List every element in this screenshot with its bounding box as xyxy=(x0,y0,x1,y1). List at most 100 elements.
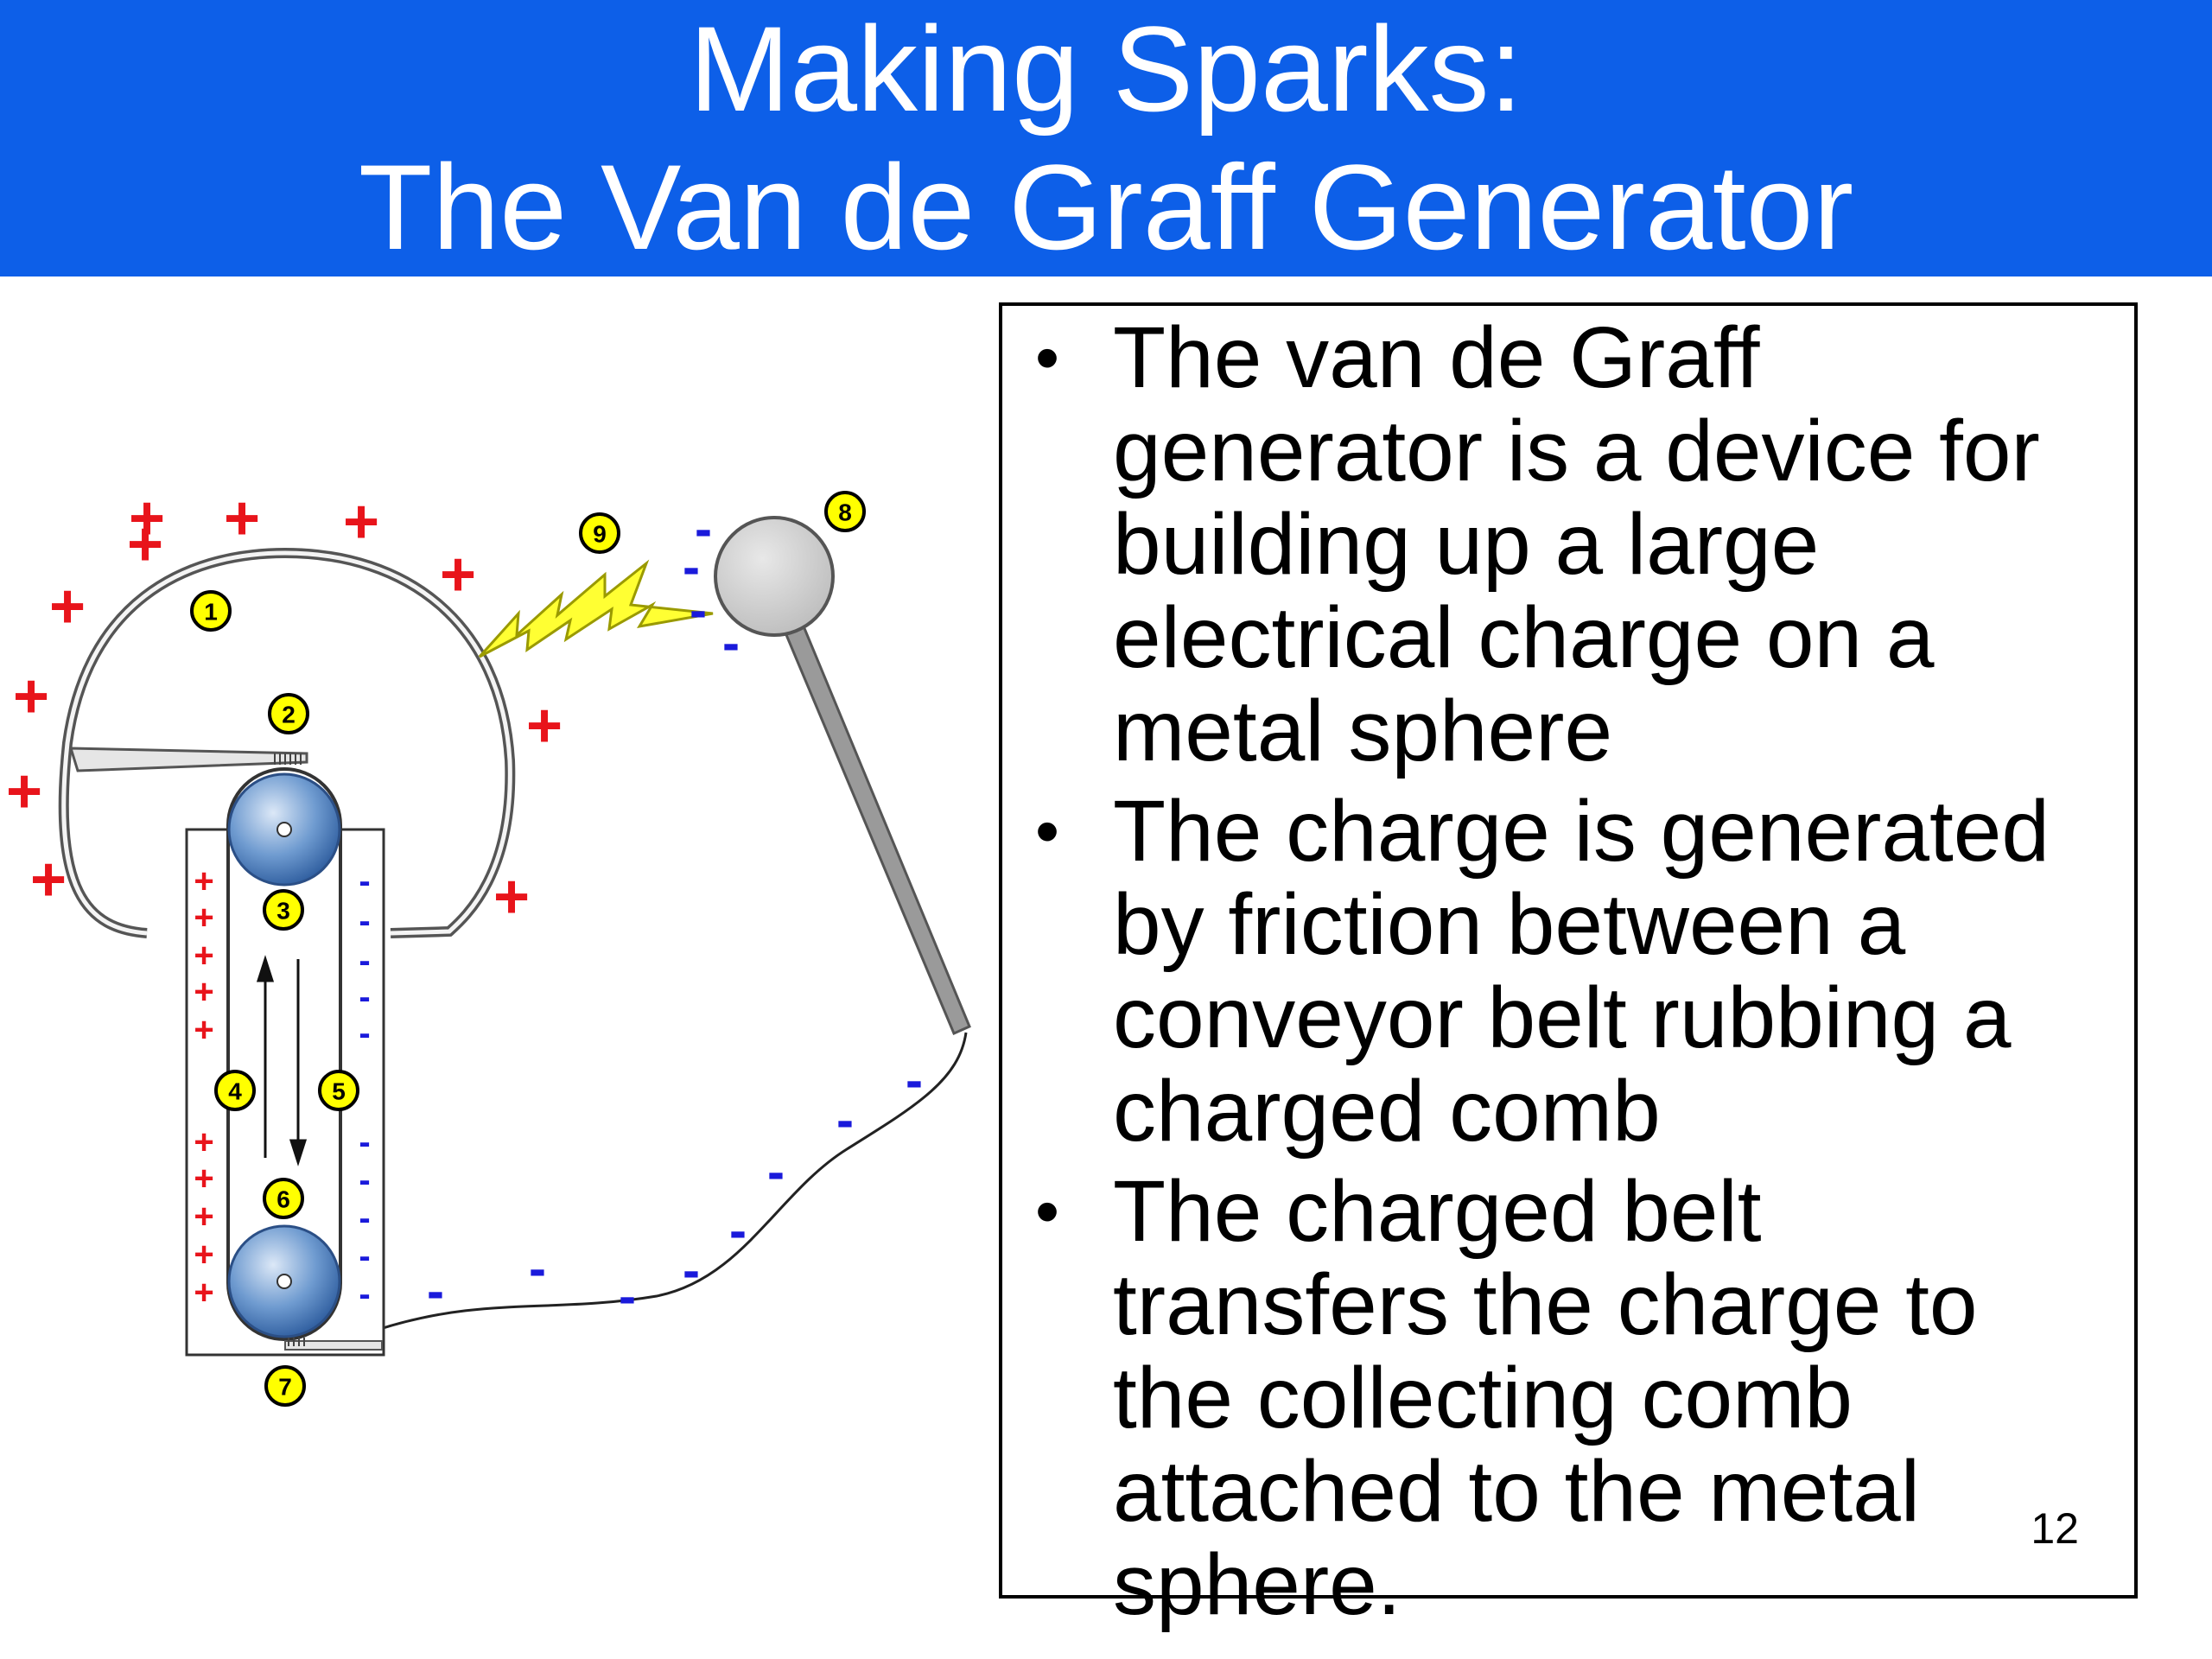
belt-positive-charge: + xyxy=(194,1236,213,1274)
marker-2: 2 xyxy=(268,693,309,734)
belt-negative-charge: - xyxy=(359,942,370,980)
bottom-roller xyxy=(227,1224,341,1338)
negative-charge: - xyxy=(529,1240,546,1298)
negative-charge: - xyxy=(683,538,700,596)
marker-circle xyxy=(264,1365,306,1407)
marker-1: 1 xyxy=(190,590,232,632)
upper-comb-arm xyxy=(68,747,308,772)
positive-charge: + xyxy=(493,862,530,931)
marker-circle xyxy=(214,1070,256,1111)
positive-charge: + xyxy=(49,572,86,641)
lower-comb-teeth xyxy=(288,1338,305,1346)
bullet-text-3: The charged belt transfers the charge to… xyxy=(1113,1163,1978,1633)
marker-circle xyxy=(263,1178,304,1219)
marker-label: 9 xyxy=(593,521,607,548)
marker-label: 5 xyxy=(332,1078,346,1105)
numbered-markers: 1 2 3 4 5 6 7 8 9 xyxy=(190,491,866,1407)
positive-charge: + xyxy=(440,540,476,609)
belt-negative-charge: - xyxy=(359,978,370,1016)
negative-charge: - xyxy=(427,1262,444,1320)
bullet-dot: • xyxy=(1035,792,1060,869)
top-roller xyxy=(227,772,341,887)
title-bar: Making Sparks: The Van de Graff Generato… xyxy=(0,0,2212,276)
positive-charge: + xyxy=(343,487,379,556)
charge-signs: +++++++++++++++++++++-------------------… xyxy=(6,484,923,1325)
belt-positive-charge: + xyxy=(194,1123,213,1161)
upper-comb-teeth xyxy=(274,753,302,765)
positive-charge: + xyxy=(30,845,67,914)
bullet-dot: • xyxy=(1035,319,1060,396)
metal-sphere xyxy=(714,516,835,637)
title-line-1: Making Sparks: xyxy=(689,1,1523,137)
belt-negative-charge: - xyxy=(359,1237,370,1275)
marker-circle xyxy=(268,693,309,734)
belt-positive-charge: + xyxy=(194,1198,213,1236)
belt-negative-charge: - xyxy=(359,862,370,900)
page-number: 12 xyxy=(2031,1504,2079,1553)
marker-circle xyxy=(318,1070,359,1111)
negative-charge: - xyxy=(695,500,712,558)
marker-label: 7 xyxy=(278,1374,292,1401)
marker-label: 1 xyxy=(204,599,218,626)
bullet-dot: • xyxy=(1035,1173,1060,1249)
negative-charge: - xyxy=(619,1268,636,1325)
marker-circle xyxy=(824,491,866,532)
positive-charge: + xyxy=(6,757,42,826)
spark-bolt xyxy=(478,559,714,658)
lower-comb xyxy=(284,1340,383,1351)
ground-wire xyxy=(379,1032,968,1331)
belt-positive-charge: + xyxy=(194,1274,213,1312)
negative-charge: - xyxy=(690,582,707,639)
belt-positive-charge: + xyxy=(194,1160,213,1198)
marker-3: 3 xyxy=(263,889,304,931)
marker-8: 8 xyxy=(824,491,866,532)
description-box: • The van de Graff generator is a device … xyxy=(999,302,2138,1631)
negative-charge: - xyxy=(906,1052,923,1109)
bullet-item-1: • The van de Graff generator is a device … xyxy=(1023,311,2113,778)
belt-up-arrow xyxy=(256,955,275,1158)
bullet-text-1: The van de Graff generator is a device f… xyxy=(1113,309,2040,779)
belt-down-arrow xyxy=(289,959,308,1166)
belt-negative-charge: - xyxy=(359,1014,370,1052)
positive-charge: + xyxy=(13,662,49,731)
marker-circle xyxy=(263,889,304,931)
conveyor-belt xyxy=(226,767,342,1341)
marker-6: 6 xyxy=(263,1178,304,1219)
van-de-graff-diagram: +++++++++++++++++++++-------------------… xyxy=(6,484,971,1407)
negative-charge: - xyxy=(722,614,740,672)
marker-label: 3 xyxy=(276,898,290,925)
negative-charge: - xyxy=(836,1091,854,1149)
belt-positive-charge: + xyxy=(194,937,213,975)
positive-charge: + xyxy=(224,484,260,553)
bullet-item-3: • The charged belt transfers the charge t… xyxy=(1023,1165,2113,1631)
belt-negative-charge: - xyxy=(359,902,370,940)
marker-label: 2 xyxy=(282,702,296,728)
marker-label: 4 xyxy=(228,1078,242,1105)
marker-label: 6 xyxy=(276,1186,290,1213)
negative-charge: - xyxy=(729,1202,747,1260)
marker-7: 7 xyxy=(264,1365,306,1407)
marker-9: 9 xyxy=(579,512,620,554)
marker-5: 5 xyxy=(318,1070,359,1111)
bullet-text-2: The charge is generated by friction betw… xyxy=(1113,783,2050,1160)
belt-negative-charge: - xyxy=(359,1275,370,1313)
negative-charge: - xyxy=(683,1242,700,1300)
belt-positive-charge: + xyxy=(194,1011,213,1049)
dome-shell-inner xyxy=(61,550,512,936)
title-line-2: The Van de Graff Generator xyxy=(358,139,1854,275)
marker-circle xyxy=(190,590,232,632)
belt-positive-charge: + xyxy=(194,899,213,937)
marker-label: 8 xyxy=(838,499,852,526)
belt-negative-charge: - xyxy=(359,1199,370,1237)
belt-positive-charge: + xyxy=(194,862,213,900)
marker-4: 4 xyxy=(214,1070,256,1111)
positive-charge: + xyxy=(526,691,563,760)
positive-charge: + xyxy=(127,510,163,579)
positive-charge: + xyxy=(129,484,165,553)
negative-charge: - xyxy=(767,1143,785,1201)
marker-circle xyxy=(579,512,620,554)
belt-negative-charge: - xyxy=(359,1161,370,1199)
belt-positive-charge: + xyxy=(194,973,213,1011)
belt-negative-charge: - xyxy=(359,1123,370,1161)
bullet-list: • The van de Graff generator is a device … xyxy=(1002,306,2134,1631)
